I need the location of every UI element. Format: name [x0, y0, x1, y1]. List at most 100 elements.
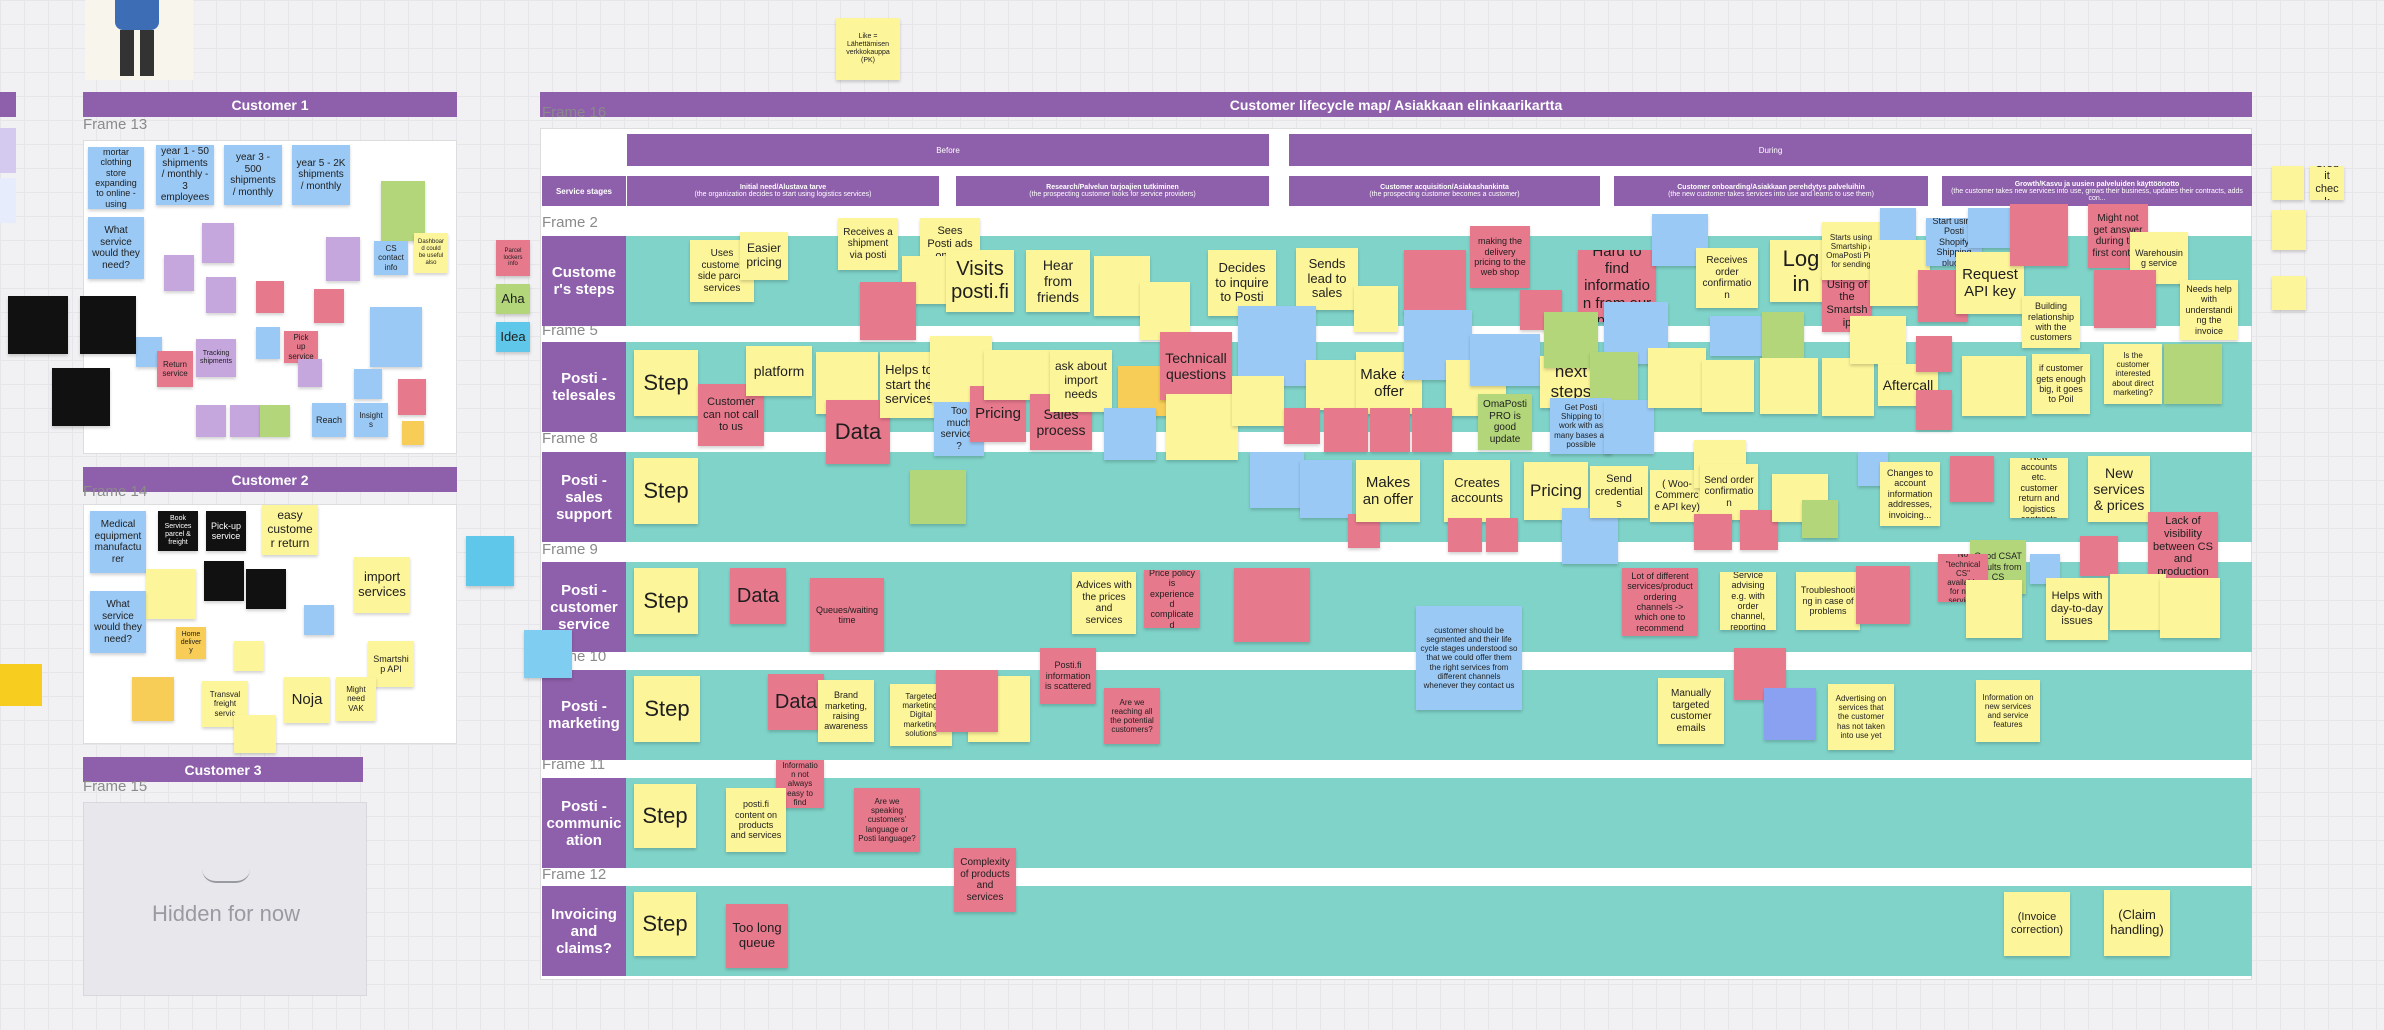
sticky-note[interactable]: Technicall questions: [1160, 332, 1232, 400]
sticky-note[interactable]: Step: [634, 568, 698, 634]
sticky-note[interactable]: [1370, 408, 1410, 452]
sticky-note[interactable]: CS contact info: [374, 241, 408, 275]
sticky-note[interactable]: [1916, 390, 1952, 430]
sticky-note[interactable]: [1486, 518, 1518, 552]
sticky-note[interactable]: [1306, 360, 1356, 410]
sticky-note[interactable]: import services: [354, 557, 410, 613]
sticky-note[interactable]: Advertising on services that the custome…: [1828, 684, 1894, 750]
sticky-note[interactable]: [860, 282, 916, 340]
sticky-note[interactable]: [1324, 408, 1368, 452]
sticky-note[interactable]: customer should be segmented and their l…: [1416, 606, 1522, 710]
sticky-note[interactable]: Idea: [496, 322, 530, 352]
sticky-note[interactable]: Posti.fi information is scattered: [1040, 648, 1096, 704]
sticky-note[interactable]: [132, 677, 174, 721]
sticky-note[interactable]: year 5 - 2K shipments / monthly: [292, 145, 350, 205]
sticky-note[interactable]: [1404, 250, 1466, 314]
sticky-note[interactable]: Decides to inquire to Posti: [1208, 250, 1276, 316]
sticky-note[interactable]: [1822, 358, 1874, 416]
sticky-note[interactable]: Like = Lähettämisen verkkokauppa (PK): [836, 18, 900, 80]
sticky-note[interactable]: [1850, 316, 1906, 364]
sticky-note[interactable]: [2272, 210, 2306, 250]
sticky-note[interactable]: Lot of different services/product orderi…: [1622, 568, 1698, 636]
sticky-note[interactable]: [234, 641, 264, 671]
sticky-note[interactable]: Send credentials: [1590, 466, 1648, 518]
sticky-note[interactable]: Receives order confirmation: [1696, 248, 1758, 308]
sticky-note[interactable]: [1962, 356, 2026, 416]
sticky-note[interactable]: ( Woo-Commerce API key): [1650, 470, 1704, 522]
sticky-note[interactable]: Get Posti Shipping to work with as many …: [1550, 398, 1612, 454]
sticky-note[interactable]: [466, 536, 514, 586]
sticky-note[interactable]: Manually targeted customer emails: [1658, 678, 1724, 744]
sticky-note[interactable]: What service would they need?: [88, 217, 144, 279]
sticky-note[interactable]: [146, 569, 196, 619]
sticky-note[interactable]: [1412, 408, 1452, 452]
sticky-note[interactable]: [256, 281, 284, 313]
sticky-note[interactable]: [1544, 312, 1598, 368]
sticky-note[interactable]: Service advising e.g. with order channel…: [1720, 572, 1776, 630]
sticky-note[interactable]: [2160, 578, 2220, 638]
sticky-note[interactable]: [1802, 500, 1838, 538]
sticky-note[interactable]: Data: [826, 400, 890, 464]
sticky-note[interactable]: [1740, 510, 1778, 550]
sticky-note[interactable]: [1284, 408, 1320, 444]
sticky-note[interactable]: [1648, 348, 1706, 408]
sticky-note[interactable]: Make an offer: [1356, 352, 1422, 414]
sticky-note[interactable]: Sends lead to sales: [1296, 248, 1358, 310]
sticky-note[interactable]: (Invoice correction): [2004, 892, 2070, 956]
sticky-note[interactable]: [1250, 452, 1304, 508]
sticky-note[interactable]: [326, 237, 360, 281]
sticky-note[interactable]: [202, 223, 234, 263]
sticky-note[interactable]: [304, 605, 334, 635]
sticky-note[interactable]: [246, 569, 286, 609]
sticky-note[interactable]: [370, 307, 422, 367]
sticky-note[interactable]: [2094, 270, 2156, 328]
sticky-note[interactable]: [260, 405, 290, 437]
sticky-note[interactable]: Complexity of products and services: [954, 848, 1016, 912]
sticky-note[interactable]: [1590, 352, 1638, 402]
sticky-note[interactable]: Creates accounts: [1444, 460, 1510, 522]
sticky-note[interactable]: Price policy is experienced complicated: [1144, 570, 1200, 628]
sticky-note[interactable]: Data: [768, 674, 824, 730]
sticky-note[interactable]: platform: [746, 346, 812, 396]
sticky-note[interactable]: Log in: [1770, 240, 1832, 302]
sticky-note[interactable]: Helps to start the services: [880, 352, 938, 418]
sticky-note[interactable]: [1710, 316, 1766, 356]
sticky-note[interactable]: Makes an offer: [1356, 460, 1420, 522]
sticky-note[interactable]: [2010, 204, 2068, 266]
sticky-note[interactable]: Advices with the prices and services: [1072, 572, 1136, 634]
sticky-note[interactable]: [936, 670, 998, 732]
sticky-note[interactable]: [1604, 400, 1654, 454]
sticky-note[interactable]: [1880, 208, 1916, 240]
sticky-note[interactable]: New accounts etc. customer return and lo…: [2010, 458, 2068, 518]
sticky-note[interactable]: Return service: [157, 351, 193, 387]
sticky-note[interactable]: Changes to account information addresses…: [1880, 462, 1940, 526]
sticky-note[interactable]: [1762, 312, 1804, 358]
sticky-note[interactable]: [1300, 460, 1352, 518]
sticky-note[interactable]: [1238, 306, 1316, 386]
sticky-note[interactable]: Dashboard could be useful also: [414, 233, 448, 273]
sticky-note[interactable]: [1916, 336, 1952, 372]
sticky-note[interactable]: Data: [730, 568, 786, 624]
sticky-note[interactable]: Step: [634, 892, 696, 956]
sticky-note[interactable]: making the delivery pricing to the web s…: [1470, 226, 1530, 288]
sticky-note[interactable]: [1694, 514, 1732, 550]
sticky-note[interactable]: [298, 359, 322, 387]
sticky-note[interactable]: [1968, 208, 2010, 248]
sticky-note[interactable]: [2272, 166, 2304, 200]
sticky-note[interactable]: Pick-up service: [206, 511, 246, 551]
sticky-note[interactable]: [381, 181, 425, 241]
sticky-note[interactable]: OmaPosti PRO is good update: [1478, 394, 1532, 450]
sticky-note[interactable]: [80, 296, 136, 354]
sticky-note[interactable]: [1354, 286, 1398, 332]
sticky-note[interactable]: Building relationship with the customers: [2022, 296, 2080, 348]
sticky-note[interactable]: [164, 255, 194, 291]
sticky-note[interactable]: [204, 561, 244, 601]
sticky-note[interactable]: Step: [634, 350, 698, 416]
sticky-note[interactable]: Needs help with understanding the invoic…: [2180, 280, 2238, 340]
sticky-note[interactable]: [1234, 568, 1310, 642]
sticky-note[interactable]: Book Services parcel & freight: [158, 511, 198, 551]
sticky-note[interactable]: [1760, 358, 1818, 414]
hidden-frame[interactable]: Hidden for now: [83, 802, 367, 996]
sticky-note[interactable]: Step: [634, 458, 698, 524]
sticky-note[interactable]: [984, 350, 1050, 400]
